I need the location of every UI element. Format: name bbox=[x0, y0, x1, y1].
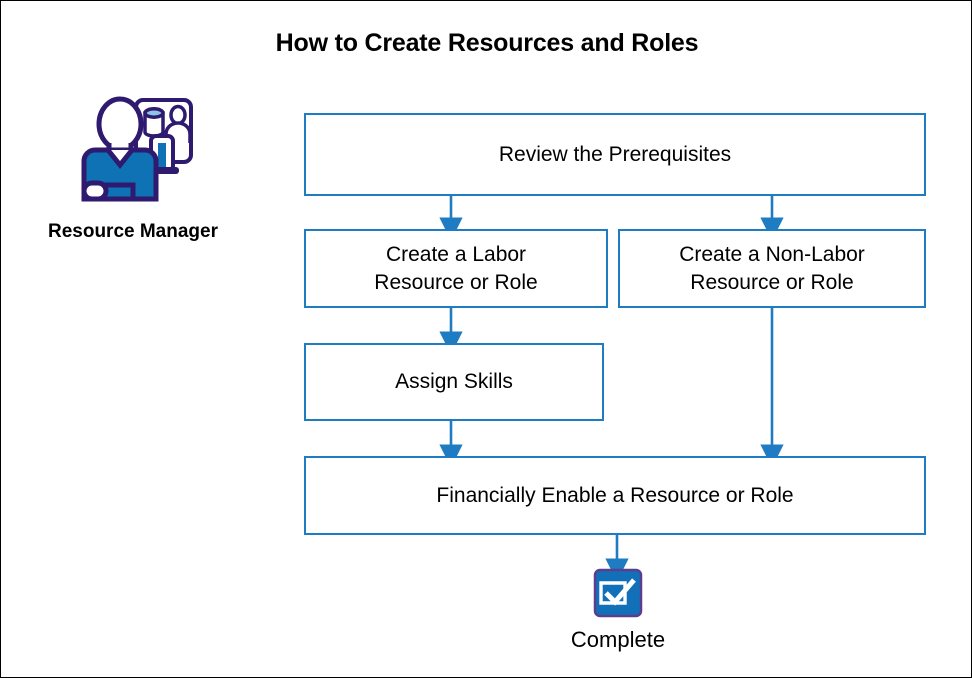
flow-node-create-labor-line1: Create a Labor bbox=[385, 242, 527, 266]
flow-node-create-non-labor[interactable]: Create a Non-Labor Resource or Role bbox=[618, 229, 926, 308]
flow-node-create-non-labor-line2: Resource or Role bbox=[690, 270, 854, 294]
flow-node-financially-enable[interactable]: Financially Enable a Resource or Role bbox=[304, 456, 926, 535]
flow-node-financially-enable-label: Financially Enable a Resource or Role bbox=[436, 483, 794, 507]
resource-manager-icon bbox=[79, 91, 195, 203]
flow-node-create-labor-line2: Resource or Role bbox=[374, 270, 538, 294]
flow-node-create-non-labor-line1: Create a Non-Labor bbox=[679, 242, 865, 266]
flow-node-create-non-labor-label: Create a Non-Labor Resource or Role bbox=[679, 241, 865, 297]
flow-node-assign-skills-label: Assign Skills bbox=[395, 370, 513, 394]
flow-node-review[interactable]: Review the Prerequisites bbox=[304, 113, 926, 196]
flow-node-create-labor[interactable]: Create a Labor Resource or Role bbox=[304, 229, 608, 308]
flow-node-create-labor-label: Create a Labor Resource or Role bbox=[374, 241, 537, 297]
flow-node-review-label: Review the Prerequisites bbox=[498, 142, 732, 166]
actor-label: Resource Manager bbox=[47, 221, 218, 242]
checkbox-complete-icon bbox=[593, 568, 643, 618]
flow-node-assign-skills[interactable]: Assign Skills bbox=[304, 343, 604, 421]
page-title: How to Create Resources and Roles bbox=[275, 29, 699, 57]
complete-label: Complete bbox=[570, 627, 666, 652]
